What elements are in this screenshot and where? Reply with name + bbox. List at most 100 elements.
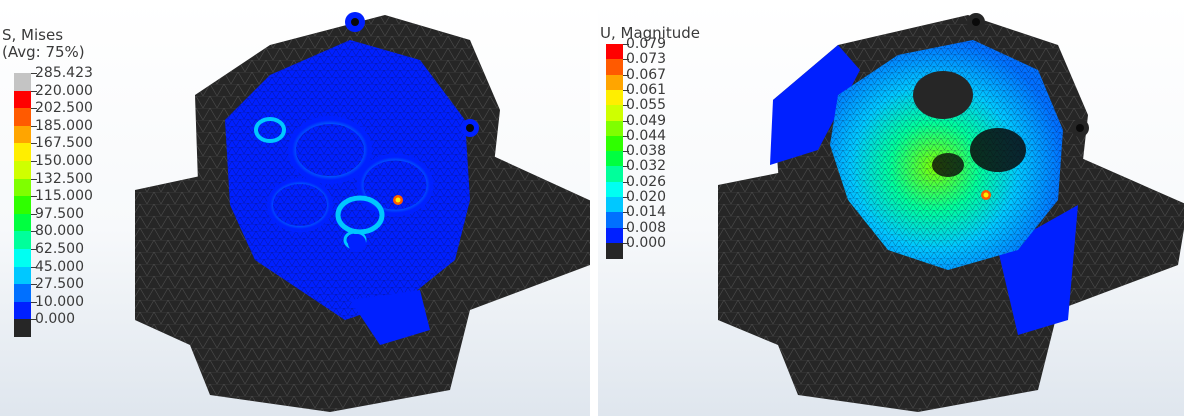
bolt-boss-bottom: [348, 234, 366, 252]
legend-swatch: [606, 120, 623, 137]
legend-value: 0.049: [626, 112, 667, 129]
legend-value: 167.500: [35, 135, 93, 152]
bolt-hole-right: [466, 124, 474, 132]
legend-value: 0.026: [626, 173, 667, 190]
stress-legend-title: S, Mises: [2, 26, 64, 44]
legend-tick: [623, 151, 629, 153]
legend-tick: [31, 143, 37, 145]
legend-tick: [31, 196, 37, 198]
legend-value: 202.500: [35, 100, 93, 117]
legend-value: 0.032: [626, 158, 667, 175]
legend-swatch: [606, 105, 623, 122]
bolt-hole-top: [351, 18, 359, 26]
legend-swatch: [14, 301, 31, 320]
legend-swatch: [14, 143, 31, 162]
displacement-model-viewport[interactable]: [598, 0, 1184, 416]
bolt-hole-side-right: [1076, 124, 1084, 132]
legend-tick: [623, 120, 629, 122]
legend-value: 0.067: [626, 66, 667, 83]
legend-tick: [31, 161, 37, 162]
stress-hotspots: [254, 116, 434, 250]
legend-value: 0.008: [626, 219, 667, 236]
legend-swatch: [14, 196, 31, 215]
displacement-legend-title: U, Magnitude: [600, 24, 700, 42]
legend-swatch: [14, 249, 31, 267]
legend-swatch: [606, 74, 623, 91]
legend-tick: [623, 105, 629, 107]
legend-value: 0.079: [626, 36, 667, 52]
displacement-cut-face: [830, 40, 1063, 270]
legend-value: 10.000: [35, 293, 84, 310]
legend-tick: [31, 213, 37, 215]
stress-legend-subtitle: (Avg: 75%): [2, 43, 85, 61]
legend-value: 45.000: [35, 258, 84, 275]
legend-swatch: [14, 319, 31, 338]
legend-value: 0.073: [626, 51, 667, 68]
legend-swatch: [606, 135, 623, 152]
legend-tick: [31, 73, 37, 74]
legend-tick: [31, 319, 37, 321]
legend-tick: [623, 227, 629, 229]
legend-value: 132.500: [35, 170, 93, 187]
legend-value: 0.000: [35, 311, 76, 328]
legend-tick: [31, 178, 37, 180]
legend-value: 185.000: [35, 117, 93, 134]
legend-swatch: [14, 178, 31, 197]
legend-value: 220.000: [35, 82, 93, 99]
legend-tick: [31, 90, 37, 92]
legend-swatch: [14, 213, 31, 232]
legend-swatch: [606, 212, 623, 229]
legend-swatch: [14, 108, 31, 127]
legend-swatch: [14, 266, 31, 285]
legend-value: 0.044: [626, 127, 667, 144]
legend-swatch: [14, 73, 31, 91]
legend-value: 27.500: [35, 276, 84, 293]
legend-value: 97.500: [35, 205, 84, 222]
legend-tick: [31, 249, 37, 250]
legend-value: 150.000: [35, 153, 93, 169]
stress-model-viewport[interactable]: [0, 0, 590, 416]
legend-tick: [623, 181, 629, 183]
legend-swatch: [14, 284, 31, 303]
legend-value: 115.000: [35, 188, 93, 205]
legend-swatch: [606, 59, 623, 76]
legend-swatch: [606, 227, 623, 244]
legend-swatch: [606, 166, 623, 183]
legend-tick: [31, 231, 37, 233]
legend-tick: [623, 74, 629, 76]
legend-tick: [31, 125, 37, 127]
legend-value: 0.061: [626, 81, 667, 98]
legend-swatch: [606, 181, 623, 198]
legend-swatch: [14, 125, 31, 144]
legend-swatch: [606, 44, 623, 60]
legend-tick: [623, 212, 629, 214]
legend-tick: [623, 242, 629, 244]
legend-swatch: [14, 90, 31, 109]
legend-value: 0.020: [626, 189, 667, 205]
legend-tick: [623, 89, 629, 91]
bolt-hole-top-right: [972, 18, 980, 26]
legend-value: 0.014: [626, 204, 667, 221]
legend-swatch: [606, 89, 623, 106]
legend-swatch: [14, 231, 31, 250]
legend-value: 0.055: [626, 97, 667, 114]
legend-tick: [31, 108, 37, 110]
legend-value: 285.423: [35, 65, 93, 81]
legend-tick: [623, 166, 629, 168]
legend-tick: [623, 59, 629, 61]
legend-value: 0.038: [626, 143, 667, 160]
legend-tick: [623, 135, 629, 137]
legend-value: 80.000: [35, 223, 84, 240]
displacement-side-face: [770, 45, 860, 165]
legend-tick: [31, 266, 37, 268]
legend-value: 62.500: [35, 241, 84, 257]
displacement-lower-face: [998, 205, 1078, 335]
legend-swatch: [606, 242, 623, 259]
legend-swatch: [606, 151, 623, 168]
legend-tick: [623, 44, 629, 45]
panel-divider: [590, 0, 598, 416]
legend-swatch: [606, 197, 623, 213]
